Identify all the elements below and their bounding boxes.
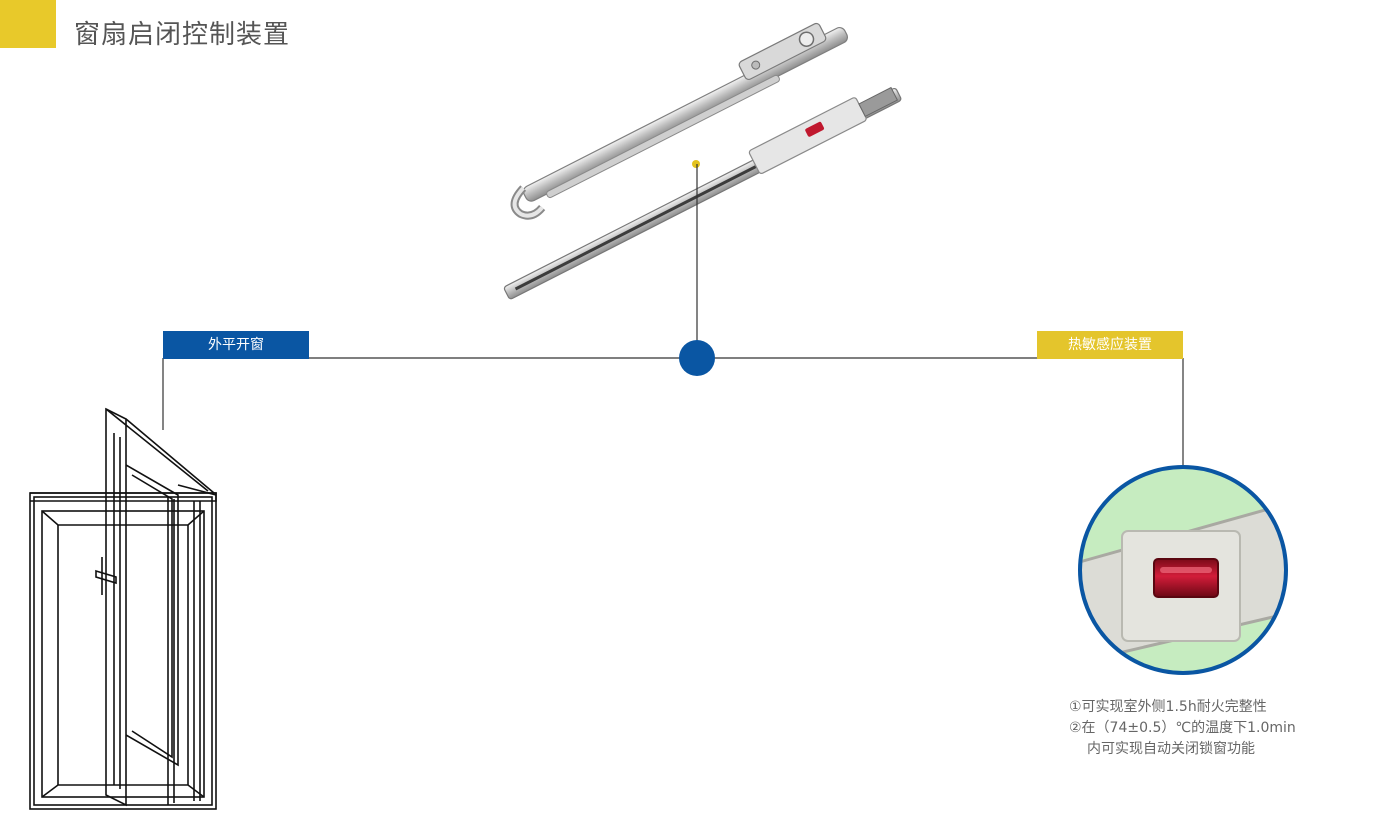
casement-window-label: 外平开窗 (163, 331, 309, 359)
note-line-3: 内可实现自动关闭锁窗功能 (1069, 739, 1296, 760)
note-line-2: ②在（74±0.5）℃的温度下1.0min (1069, 718, 1296, 739)
note-line-1: ①可实现室外侧1.5h耐火完整性 (1069, 697, 1296, 718)
sensor-notes: ①可实现室外侧1.5h耐火完整性 ②在（74±0.5）℃的温度下1.0min 内… (1069, 697, 1296, 760)
casement-window-drawing (18, 405, 228, 815)
hub-circle (679, 340, 715, 376)
thermal-sensor-label: 热敏感应装置 (1037, 331, 1183, 359)
thermal-sensor-closeup (1076, 463, 1290, 677)
